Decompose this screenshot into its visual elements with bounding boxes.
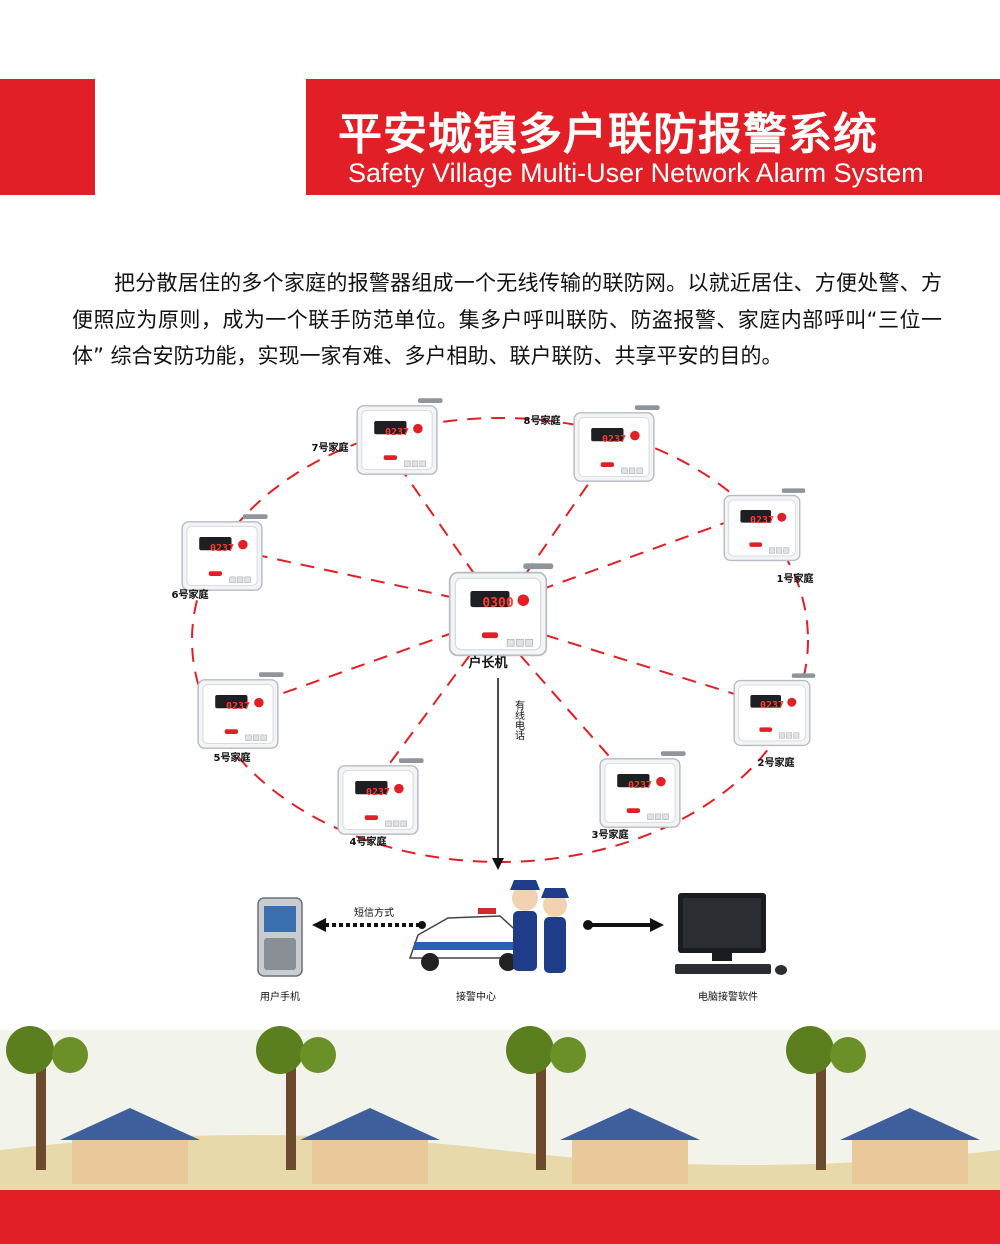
- master-label: 户长机: [468, 655, 507, 671]
- wired-phone-arrow: [492, 858, 504, 870]
- phone-label: 用户手机: [260, 990, 300, 1003]
- house-icon: [840, 1108, 980, 1184]
- home-5-display: 0237: [226, 701, 250, 712]
- home-2-display: 0237: [760, 700, 784, 711]
- master-display: 0300: [482, 596, 513, 611]
- police-car-icon: [408, 908, 532, 971]
- alarm-center-label: 接警中心: [456, 990, 496, 1003]
- house-icon: [60, 1108, 200, 1184]
- footer-bar: [0, 1190, 1000, 1244]
- mobile-phone: [257, 897, 303, 977]
- tree-icon: [6, 1026, 88, 1170]
- home-7-label: 7号家庭: [312, 441, 350, 454]
- home-3-display: 0237: [628, 780, 652, 791]
- home-4-label: 4号家庭: [350, 835, 388, 848]
- home-3-label: 3号家庭: [592, 828, 630, 841]
- home-6-label: 6号家庭: [172, 588, 210, 601]
- link-home-3: [519, 654, 631, 781]
- page-subtitle: Safety Village Multi-User Network Alarm …: [348, 158, 924, 188]
- sms-label: 短信方式: [354, 906, 394, 919]
- home-1-display: 0237: [750, 515, 774, 526]
- home-4-display: 0237: [366, 787, 390, 798]
- computer-arrow: [650, 918, 664, 932]
- home-7-display: 0237: [385, 427, 409, 438]
- link-home-2: [544, 634, 771, 706]
- police-officers-icon: [510, 880, 569, 973]
- home-8-label: 8号家庭: [524, 414, 562, 427]
- link-home-6: [224, 547, 456, 599]
- home-2-label: 2号家庭: [758, 756, 796, 769]
- village-scenery: [0, 1026, 1000, 1190]
- header-banner: [306, 79, 1000, 195]
- tree-icon: [786, 1026, 866, 1170]
- house-icon: [300, 1108, 440, 1184]
- link-home-7: [394, 459, 476, 576]
- tree-icon: [506, 1026, 586, 1170]
- computer-icon: [675, 893, 787, 975]
- page-title: 平安城镇多户联防报警系统: [338, 109, 878, 160]
- header-accent-block: [0, 79, 95, 195]
- wired-phone-label: 有线电话: [513, 699, 525, 741]
- computer-label: 电脑接警软件: [698, 990, 758, 1003]
- home-1-label: 1号家庭: [777, 572, 815, 585]
- home-5-label: 5号家庭: [214, 751, 252, 764]
- home-8-display: 0237: [602, 434, 626, 445]
- link-home-4: [369, 654, 471, 791]
- tree-icon: [256, 1026, 336, 1170]
- intro-paragraph: 把分散居住的多个家庭的报警器组成一个无线传输的联防网。以就近居住、方便处警、方便…: [72, 271, 942, 368]
- sms-arrow: [312, 918, 326, 932]
- home-6-display: 0237: [210, 543, 234, 554]
- link-home-1: [539, 509, 761, 591]
- house-icon: [560, 1108, 700, 1184]
